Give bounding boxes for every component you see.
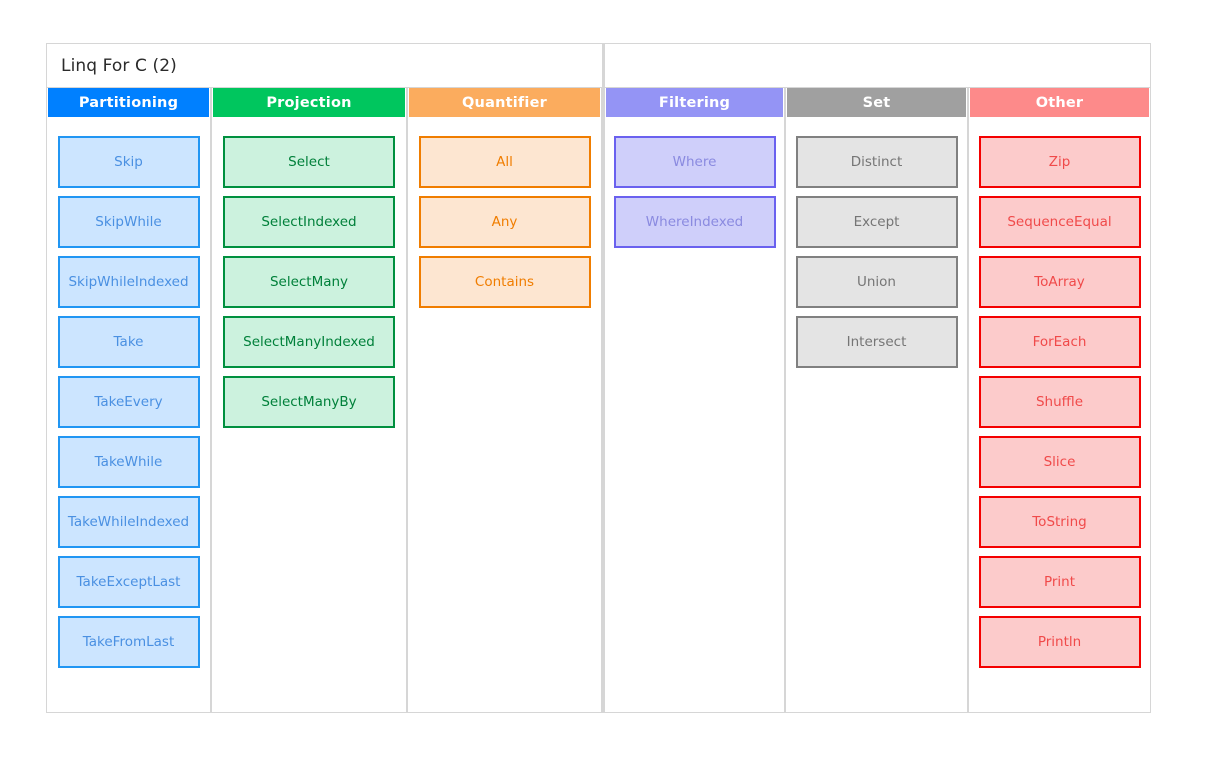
column-header-quantifier[interactable]: Quantifier [409,88,600,117]
method-node[interactable]: Union [795,256,958,308]
method-node[interactable]: Take [57,316,200,368]
column-header-set[interactable]: Set [787,88,966,117]
method-node[interactable]: SelectMany [223,256,395,308]
method-node[interactable]: Print [978,556,1141,608]
method-node[interactable]: TakeFromLast [57,616,200,668]
method-node[interactable]: Intersect [795,316,958,368]
method-node[interactable]: SelectManyBy [223,376,395,428]
column-header-partitioning[interactable]: Partitioning [48,88,209,117]
board-title-bar-filler [602,43,1151,88]
board-title-bar: Linq For C (2) [46,43,602,88]
method-node[interactable]: Slice [978,436,1141,488]
method-node[interactable]: TakeEvery [57,376,200,428]
method-node[interactable]: SequenceEqual [978,196,1141,248]
method-node[interactable]: All [418,136,591,188]
method-node[interactable]: TakeWhile [57,436,200,488]
method-node[interactable]: TakeExceptLast [57,556,200,608]
page-title: Linq For C (2) [61,55,177,76]
method-node[interactable]: WhereIndexed [613,196,776,248]
method-node[interactable]: ForEach [978,316,1141,368]
method-node[interactable]: SelectIndexed [223,196,395,248]
method-node[interactable]: ToString [978,496,1141,548]
column-header-other[interactable]: Other [970,88,1149,117]
method-node[interactable]: Except [795,196,958,248]
method-node[interactable]: Distinct [795,136,958,188]
method-node[interactable]: Skip [57,136,200,188]
method-node[interactable]: Where [613,136,776,188]
column-header-projection[interactable]: Projection [213,88,405,117]
method-node[interactable]: SkipWhile [57,196,200,248]
method-node[interactable]: Contains [418,256,591,308]
method-node[interactable]: Any [418,196,591,248]
method-node[interactable]: SkipWhileIndexed [57,256,200,308]
method-node[interactable]: Zip [978,136,1141,188]
method-node[interactable]: ToArray [978,256,1141,308]
method-node[interactable]: SelectManyIndexed [223,316,395,368]
column-header-filtering[interactable]: Filtering [606,88,783,117]
method-node[interactable]: Println [978,616,1141,668]
method-node[interactable]: TakeWhileIndexed [57,496,200,548]
method-node[interactable]: Select [223,136,395,188]
method-node[interactable]: Shuffle [978,376,1141,428]
